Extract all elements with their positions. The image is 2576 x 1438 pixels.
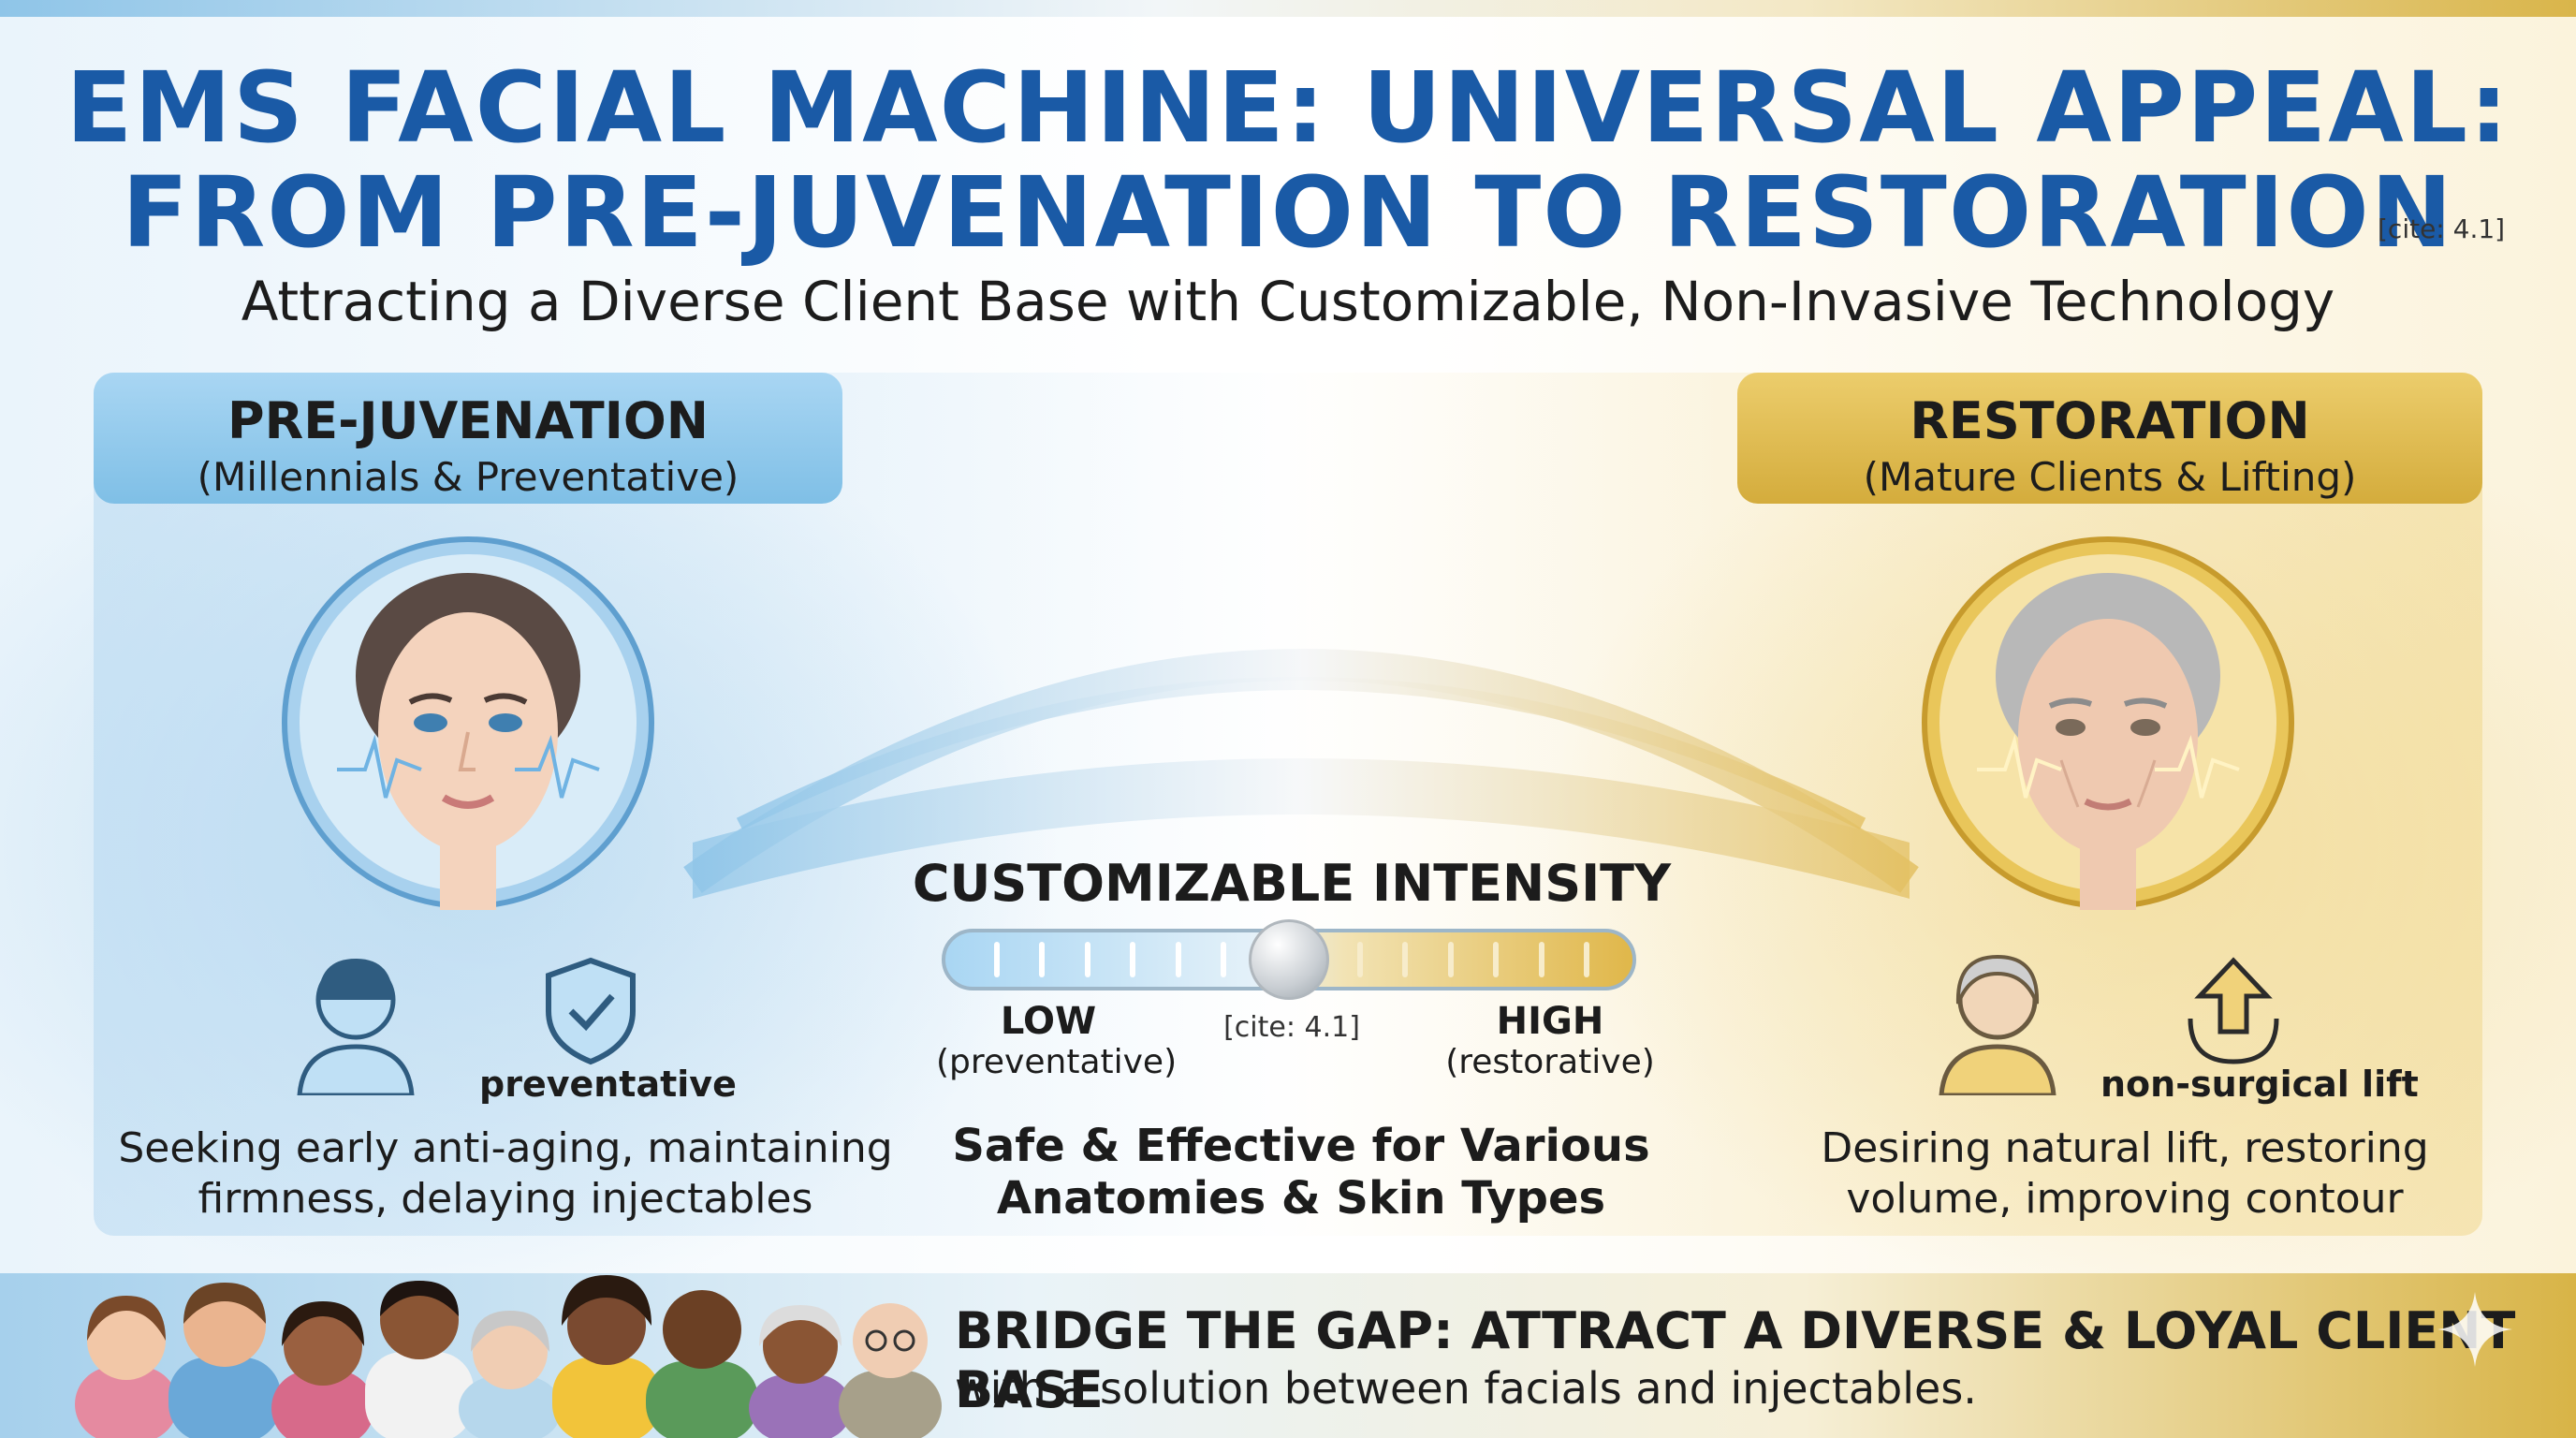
restoration-description-line-2: volume, improving contour [1846, 1175, 2404, 1223]
pre-juvenation-description-line-1: Seeking early anti-aging, maintaining [118, 1124, 893, 1172]
safe-effective-line-2: Anatomies & Skin Types [996, 1172, 1606, 1225]
intensity-tick [1584, 942, 1589, 977]
intensity-slider-knob[interactable] [1249, 919, 1329, 1000]
restoration-tag: RESTORATION (Mature Clients & Lifting) [1737, 373, 2482, 504]
young-woman-face-icon [281, 536, 655, 910]
restoration-heading: RESTORATION [1910, 391, 2310, 450]
intensity-tick [1356, 942, 1363, 977]
young-person-icon [297, 959, 415, 1095]
restoration-description-line-1: Desiring natural lift, restoring [1821, 1124, 2429, 1172]
low-label-group: LOW (preventative) [936, 1000, 1178, 1081]
subtitle: Attracting a Diverse Client Base with Cu… [241, 270, 2335, 333]
elderly-person-icon [1939, 954, 2056, 1095]
sparkle-icon [2437, 1292, 2512, 1367]
lift-arrow-icon [2188, 957, 2279, 1064]
title-line-1: EMS FACIAL MACHINE: UNIVERSAL APPEAL: [66, 51, 2510, 165]
title-line-2: FROM PRE-JUVENATION TO RESTORATION [122, 155, 2454, 270]
bridge-graphic [683, 576, 1919, 899]
intensity-tick [1175, 942, 1181, 977]
title-cite: [cite: 4.1] [2378, 213, 2506, 244]
intensity-tick [1402, 942, 1409, 977]
intensity-tick [1084, 942, 1090, 977]
mature-woman-face-icon [1921, 536, 2295, 910]
shield-check-icon [546, 957, 636, 1065]
top-accent-stripe [0, 0, 2576, 17]
pre-juvenation-description-line-2: firmness, delaying injectables [198, 1175, 813, 1223]
footer-heading: BRIDGE THE GAP: ATTRACT A DIVERSE & LOYA… [955, 1301, 2516, 1419]
high-label-group: HIGH (restorative) [1438, 1000, 1662, 1081]
pre-juvenation-heading: PRE-JUVENATION [227, 391, 709, 450]
pre-juvenation-description: Seeking early anti-aging, maintaining fi… [94, 1123, 917, 1225]
safe-effective-text: Safe & Effective for Various Anatomies &… [917, 1120, 1685, 1225]
restoration-subheading: (Mature Clients & Lifting) [1863, 454, 2357, 500]
diverse-people-group-icon [75, 1275, 942, 1438]
intensity-tick [1447, 942, 1454, 977]
pre-juvenation-subheading: (Millennials & Preventative) [197, 454, 739, 500]
safe-effective-line-1: Safe & Effective for Various [952, 1120, 1650, 1172]
high-sublabel: (restorative) [1445, 1043, 1655, 1081]
footer-subtext: with a solution between facials and inje… [955, 1363, 1977, 1414]
restoration-description: Desiring natural lift, restoring volume,… [1713, 1123, 2537, 1225]
customizable-intensity-title: CUSTOMIZABLE INTENSITY [912, 854, 1672, 913]
intensity-tick [1221, 942, 1227, 977]
intensity-tick [1493, 942, 1500, 977]
intensity-cite: [cite: 4.1] [1223, 1011, 1360, 1044]
preventative-label: preventative [479, 1064, 737, 1105]
intensity-tick [1538, 942, 1544, 977]
low-label: LOW [1000, 1000, 1097, 1043]
low-sublabel: (preventative) [936, 1043, 1178, 1081]
intensity-tick [1130, 942, 1136, 977]
intensity-tick [994, 942, 1000, 977]
pre-juvenation-tag: PRE-JUVENATION (Millennials & Preventati… [94, 373, 842, 504]
intensity-tick [1039, 942, 1046, 977]
non-surgical-lift-label: non-surgical lift [2100, 1064, 2419, 1105]
high-label: HIGH [1496, 1000, 1604, 1043]
